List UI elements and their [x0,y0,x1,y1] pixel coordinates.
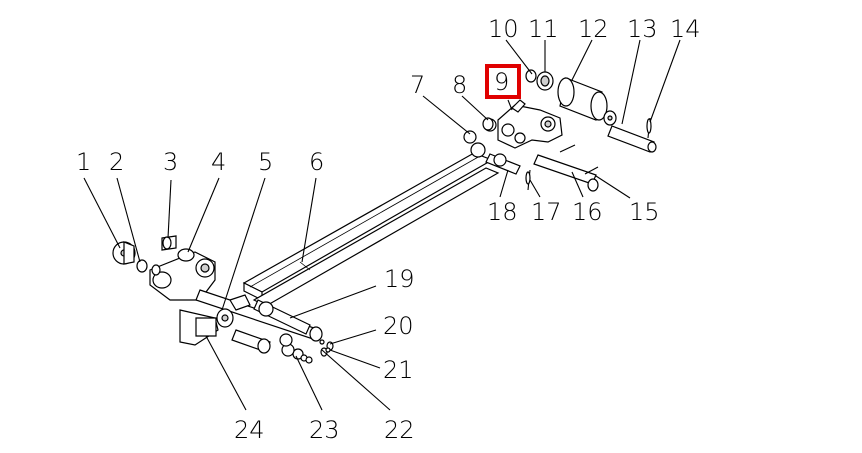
highlight-box [485,64,521,99]
right-bolts [279,333,334,364]
upper-right-assembly [463,69,657,192]
long-arm [242,152,500,307]
label-5: 5 [258,148,273,176]
label-1: 1 [76,148,91,176]
label-11: 11 [528,15,559,43]
label-18: 18 [487,198,518,226]
label-24: 24 [234,416,265,444]
label-22: 22 [384,416,415,444]
label-3: 3 [163,148,178,176]
label-10: 10 [488,15,519,43]
label-20: 20 [383,312,414,340]
label-15: 15 [629,198,660,226]
part-labels: 1 2 3 4 5 6 7 8 9 10 11 12 13 14 15 16 1… [76,15,701,444]
label-7: 7 [410,71,425,99]
label-12: 12 [578,15,609,43]
left-bracket [149,248,219,346]
label-2: 2 [109,148,124,176]
label-16: 16 [572,198,603,226]
label-19: 19 [384,265,415,293]
label-13: 13 [627,15,658,43]
label-6: 6 [309,148,324,176]
label-8: 8 [452,71,467,99]
label-17: 17 [531,198,562,226]
label-23: 23 [309,416,340,444]
label-14: 14 [670,15,701,43]
label-9: 9 [494,68,509,96]
label-4: 4 [211,148,226,176]
label-21: 21 [383,356,414,384]
leader-lines [83,39,681,411]
left-small-parts [112,235,177,276]
